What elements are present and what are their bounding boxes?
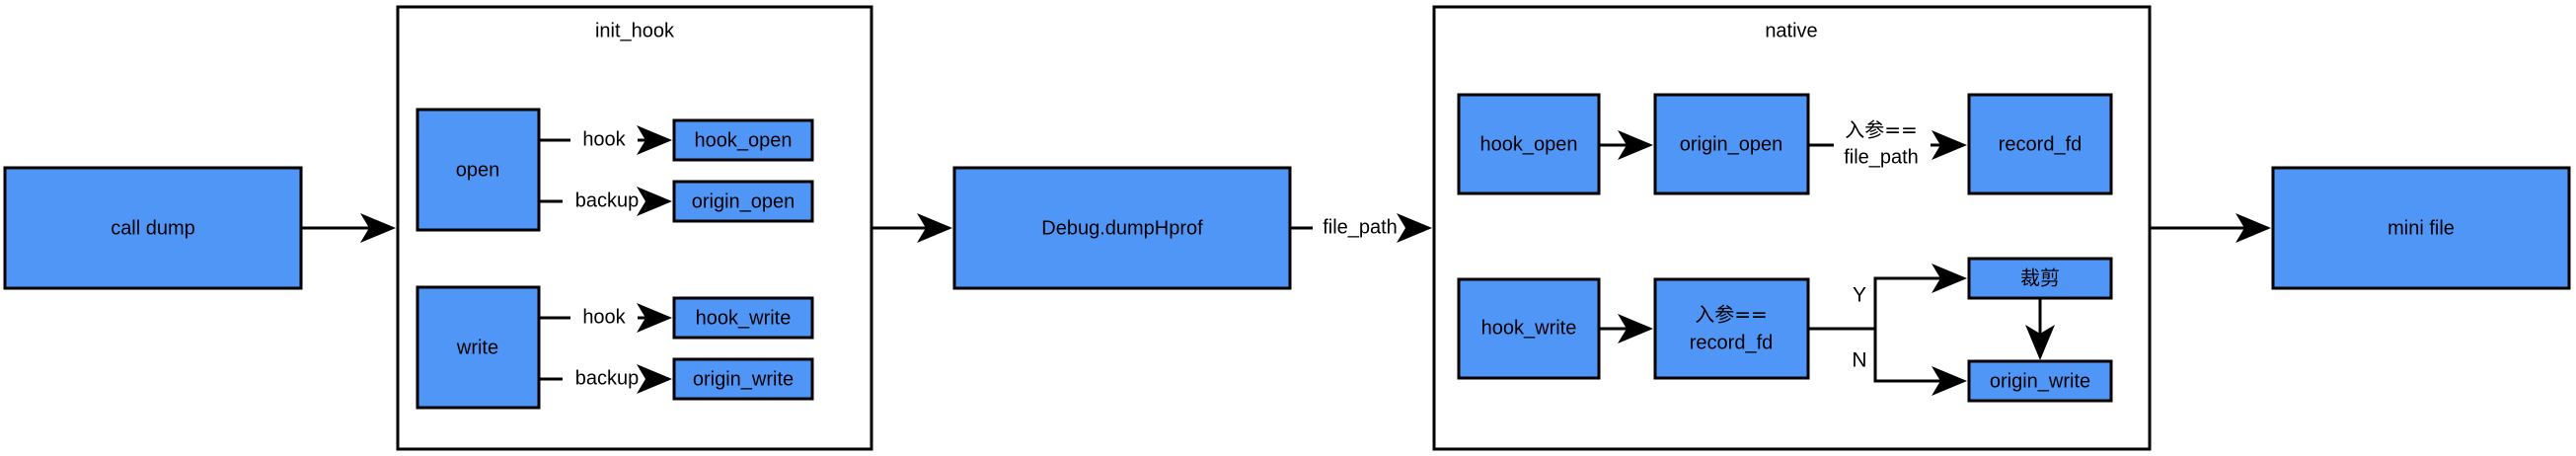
node-hook-write-native-label: hook_write [1481, 317, 1577, 339]
node-cond-record-fd-box[interactable] [1653, 277, 1810, 380]
node-call-dump-box[interactable] [3, 166, 303, 290]
edge-label-in-param-line1: 入参== [1845, 118, 1918, 142]
node-hook-open-native-label: hook_open [1480, 133, 1578, 155]
node-origin-write-native[interactable]: origin_write [1967, 359, 2113, 403]
node-open-label: open [456, 159, 500, 181]
node-hook-write-init[interactable]: hook_write [672, 296, 814, 340]
node-origin-open-native-box[interactable] [1653, 93, 1810, 195]
node-write-box[interactable] [416, 285, 541, 410]
node-origin-open-init[interactable]: origin_open [672, 180, 814, 223]
node-debug-dumphprof[interactable]: Debug.dumpHprof [952, 166, 1292, 290]
group-init-hook-label: init_hook [595, 20, 675, 41]
edge-label-hook-write: hook [582, 306, 626, 328]
node-hook-write-native-box[interactable] [1457, 277, 1601, 380]
node-cond-record-fd[interactable]: 入参== record_fd [1653, 277, 1810, 380]
node-mini-file[interactable]: mini file [2271, 166, 2571, 290]
node-open[interactable]: open [416, 108, 541, 232]
node-mini-file-label: mini file [2387, 217, 2455, 239]
edge-label-backup-open: backup [575, 190, 640, 211]
node-crop-label: 裁剪 [2020, 266, 2060, 290]
node-cond-record-fd-label-line1: 入参== [1695, 303, 1768, 327]
node-call-dump-label: call dump [111, 217, 195, 239]
node-write-label: write [456, 337, 498, 358]
node-cond-record-fd-label-line2: record_fd [1690, 332, 1774, 353]
node-hook-open-native[interactable]: hook_open [1457, 93, 1601, 195]
node-hook-write-init-label: hook_write [696, 307, 792, 329]
edge-branch-yes-to-crop [1873, 264, 1967, 309]
node-origin-write-native-box[interactable] [1967, 359, 2113, 403]
node-hook-write-init-box[interactable] [672, 296, 814, 340]
node-mini-file-box[interactable] [2271, 166, 2571, 290]
edge-label-file-path: file_path [1323, 216, 1398, 238]
node-record-fd-label: record_fd [1999, 133, 2083, 155]
node-origin-open-native[interactable]: origin_open [1653, 93, 1810, 195]
edge-branch-no-to-origin-write [1873, 348, 1967, 396]
node-open-box[interactable] [416, 108, 541, 232]
node-origin-open-native-label: origin_open [1680, 133, 1783, 155]
node-origin-write-init-label: origin_write [693, 368, 794, 390]
node-write[interactable]: write [416, 285, 541, 410]
node-record-fd-box[interactable] [1967, 93, 2113, 195]
node-crop-box[interactable] [1967, 257, 2113, 300]
node-origin-open-init-label: origin_open [692, 190, 796, 212]
node-hook-write-native[interactable]: hook_write [1457, 277, 1601, 380]
node-crop[interactable]: 裁剪 [1967, 257, 2113, 300]
edge-label-hook-open: hook [582, 128, 626, 150]
edge-label-in-param-line2: file_path [1844, 146, 1919, 168]
node-origin-write-init-box[interactable] [672, 357, 814, 401]
node-hook-open-init-box[interactable] [672, 118, 814, 162]
node-origin-write-init[interactable]: origin_write [672, 357, 814, 401]
node-origin-write-native-label: origin_write [1990, 370, 2090, 392]
node-hook-open-native-box[interactable] [1457, 93, 1601, 195]
node-origin-open-init-box[interactable] [672, 180, 814, 223]
branch-label-no: N [1852, 349, 1866, 372]
edge-label-backup-write: backup [575, 367, 640, 389]
node-hook-open-init-label: hook_open [695, 129, 793, 151]
node-debug-dumphprof-label: Debug.dumpHprof [1041, 217, 1203, 239]
branch-label-yes: Y [1853, 284, 1866, 307]
group-native-label: native [1765, 20, 1817, 41]
node-hook-open-init[interactable]: hook_open [672, 118, 814, 162]
node-debug-dumphprof-box[interactable] [952, 166, 1292, 290]
node-call-dump[interactable]: call dump [3, 166, 303, 290]
node-record-fd[interactable]: record_fd [1967, 93, 2113, 195]
